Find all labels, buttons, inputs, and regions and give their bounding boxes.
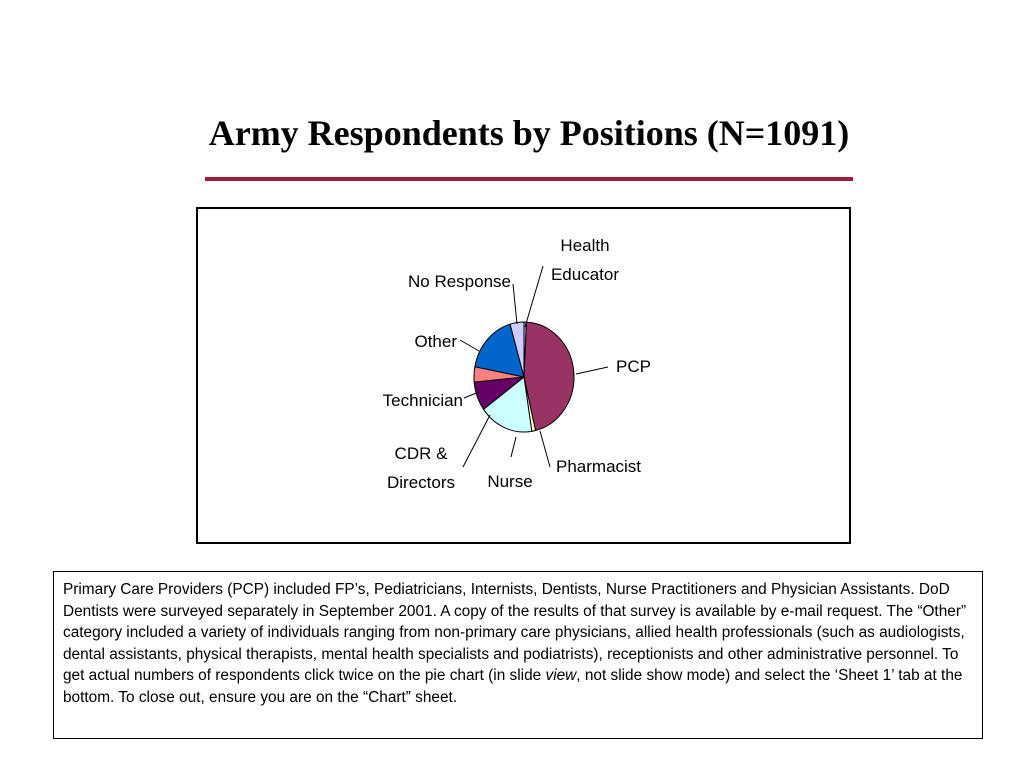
footnote-text: Primary Care Providers (PCP) included FP… (63, 581, 967, 684)
leader-line-pharmacist (539, 430, 551, 468)
slice-label-pharmacist: Pharmacist (556, 457, 641, 476)
footnote-text-end: , not slide show mode) and select the ‘S… (63, 667, 963, 706)
leader-line-pcp (575, 366, 609, 375)
slice-label-technician: Technician (383, 391, 463, 410)
slice-label-nurse: Nurse (487, 472, 532, 491)
leader-line-no-response (512, 283, 518, 325)
footnote-emphasis: view (545, 667, 577, 684)
slice-label-other: Other (414, 332, 457, 351)
leader-line-technician (463, 391, 480, 399)
leader-line-other (459, 339, 480, 352)
pie-slice-nurse[interactable] (482, 376, 533, 433)
footnote-box: Primary Care Providers (PCP) included FP… (53, 571, 983, 739)
slice-label-cdr-directors: CDR &Directors (387, 444, 455, 492)
pie-slice-other[interactable] (474, 323, 525, 378)
pie-slice-pcp[interactable] (523, 321, 575, 432)
leader-line-health-educator (524, 265, 544, 328)
title-underline (205, 177, 853, 181)
slice-label-pcp: PCP (616, 357, 651, 376)
leader-line-cdr-directors (462, 414, 491, 468)
slide-title: Army Respondents by Positions (N=1091) (208, 113, 850, 153)
slice-label-no-response: No Response (408, 272, 511, 291)
leader-line-nurse (510, 436, 517, 458)
